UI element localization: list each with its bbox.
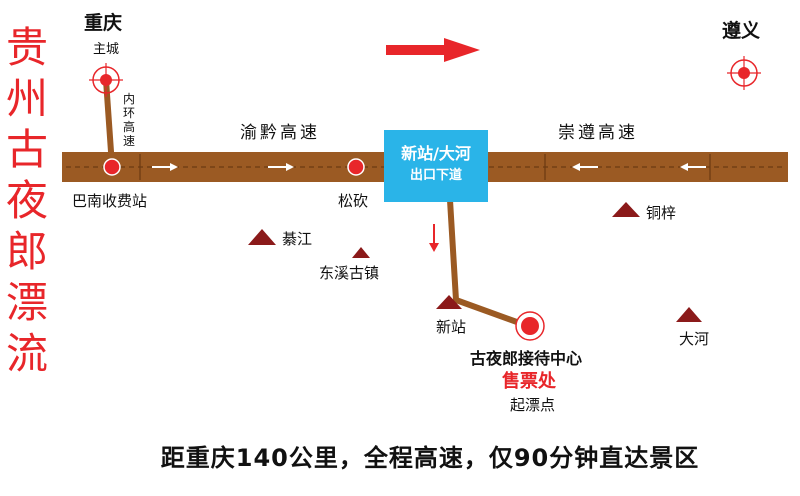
- ring-road-label: 内环高速: [122, 92, 135, 148]
- destination-start: 起漂点: [510, 396, 556, 414]
- mountain-icon: [676, 307, 702, 322]
- highway-east-label: 崇遵高速: [558, 123, 638, 143]
- banan-station-icon: [103, 158, 121, 176]
- city-chongqing: 重庆: [84, 12, 123, 34]
- place-dongxi: 东溪古镇: [319, 264, 380, 282]
- footer-note: 距重庆140公里，全程高速，仅90分钟直达景区: [160, 444, 700, 472]
- exit-sign: 新站/大河 出口下道: [384, 130, 488, 202]
- direction-arrow-icon: [386, 38, 480, 62]
- place-songkan: 松砍: [338, 192, 369, 210]
- zunyi-target-icon: [727, 56, 761, 90]
- place-qijiang: 綦江: [282, 230, 313, 248]
- mountain-icon: [612, 202, 640, 217]
- arrow-right-icon: [152, 163, 178, 171]
- reception-center-icon: [515, 311, 545, 341]
- mountain-icon: [248, 229, 276, 245]
- page-title: 贵州古夜郎漂流: [5, 23, 48, 378]
- city-chongqing-sub: 主城: [93, 42, 120, 57]
- highway-west-label: 渝黔高速: [240, 123, 320, 143]
- place-tongzi: 铜梓: [646, 204, 677, 222]
- arrow-left-icon: [680, 163, 706, 171]
- place-xinzhan: 新站: [436, 318, 467, 336]
- exit-sign-title: 新站/大河: [401, 144, 471, 163]
- city-zunyi: 遵义: [722, 20, 761, 42]
- songkan-station-icon: [347, 158, 365, 176]
- place-dahe: 大河: [679, 330, 710, 348]
- chongqing-target-icon: [89, 63, 123, 97]
- exit-sign-subtitle: 出口下道: [409, 168, 462, 183]
- mountain-icon: [352, 247, 370, 258]
- arrow-right-icon: [268, 163, 294, 171]
- mountain-icon: [436, 295, 462, 309]
- destination-ticket: 售票处: [502, 371, 556, 392]
- down-arrow-icon: [429, 224, 439, 252]
- destination-name: 古夜郎接待中心: [470, 349, 583, 368]
- arrow-left-icon: [572, 163, 598, 171]
- exit-road: [447, 197, 531, 329]
- ring-road: [103, 77, 115, 169]
- place-banan: 巴南收费站: [72, 192, 148, 210]
